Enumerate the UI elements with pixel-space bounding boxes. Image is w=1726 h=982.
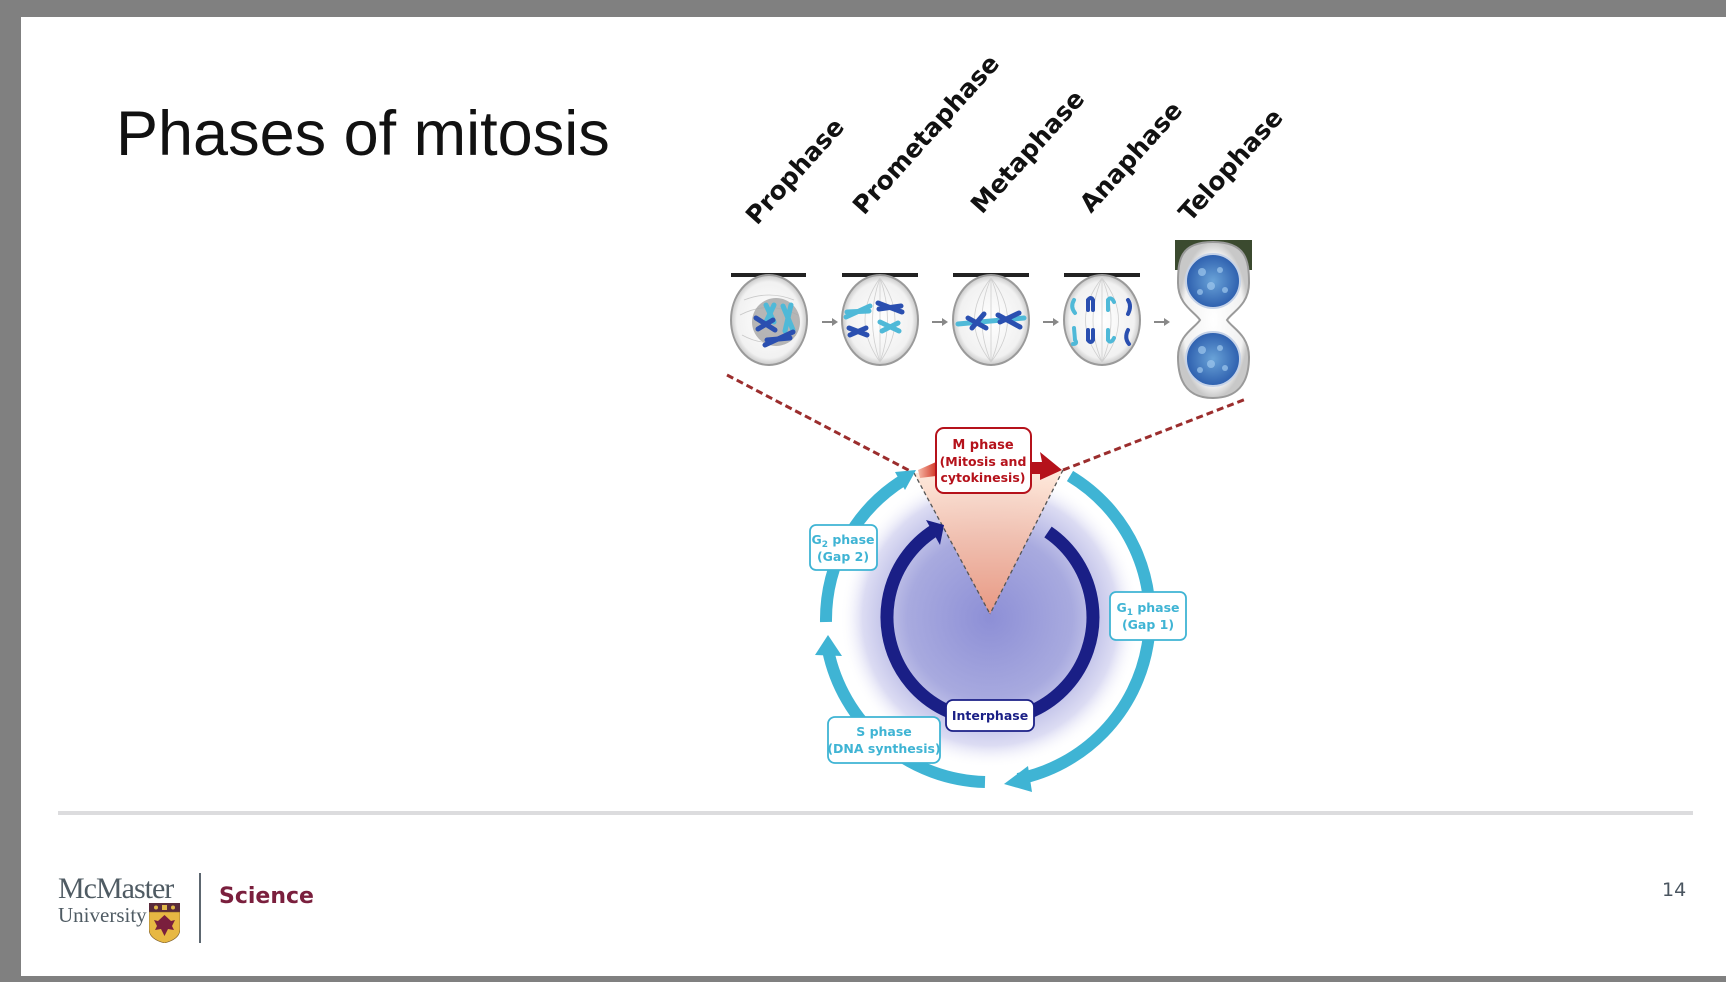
arrow-icon (1043, 318, 1059, 326)
arrow-icon (932, 318, 948, 326)
g1-phase-sub: (Gap 1) (1122, 617, 1174, 632)
cell-telophase (1175, 240, 1252, 400)
g2-phase-sub: (Gap 2) (817, 549, 869, 564)
dashed-line-left (726, 373, 915, 475)
page-number: 14 (1662, 879, 1687, 901)
s-phase-title: S phase (856, 724, 912, 739)
arrow-head-g1 (1004, 766, 1032, 792)
g1-arc (1016, 470, 1156, 785)
arrow-head-g2 (895, 470, 916, 490)
phase-label-prophase: Prophase (740, 112, 850, 230)
dashed-line-right (1062, 397, 1247, 472)
cell-prophase (730, 273, 808, 366)
footer-separator (199, 873, 201, 943)
phase-label-anaphase: Anaphase (1074, 96, 1188, 218)
arrow-icon (822, 318, 838, 326)
m-phase-box: M phase (Mitosis and cytokinesis) (935, 427, 1032, 494)
faculty-label: Science (219, 884, 314, 909)
slide-title: Phases of mitosis (116, 99, 610, 169)
g1-phase-box: G1 phase (Gap 1) (1109, 591, 1187, 641)
m-phase-arrow-right (1031, 452, 1062, 480)
phase-label-metaphase: Metaphase (965, 84, 1090, 219)
nucleus (1185, 253, 1241, 309)
g1-phase-title: G1 phase (1116, 600, 1179, 618)
arrow-head-s (815, 635, 842, 656)
mcmaster-logo: McMaster University (58, 874, 188, 944)
arrow-head-inner (926, 520, 944, 545)
phase-labels: Prophase Prometaphase Metaphase Anaphase… (740, 49, 1289, 230)
arrow-icon (1154, 318, 1170, 326)
m-phase-sub1: (Mitosis and (940, 454, 1027, 469)
g2-phase-title: G2 phase (811, 532, 874, 550)
logo-name-line1: McMaster (58, 872, 174, 905)
logo-name-line2: University (58, 903, 147, 927)
s-phase-sub: (DNA synthesis) (827, 741, 940, 756)
cell-prometaphase (841, 273, 919, 366)
university-crest-icon (149, 903, 180, 943)
g2-phase-box: G2 phase (Gap 2) (809, 524, 878, 571)
footer-divider (58, 811, 1693, 815)
interphase-box: Interphase (945, 699, 1035, 732)
m-phase-cone (914, 470, 1063, 614)
interphase-label: Interphase (952, 708, 1028, 723)
nucleus (1185, 331, 1241, 387)
m-phase-arrow-left (918, 462, 936, 478)
phase-label-telophase: Telophase (1173, 103, 1289, 227)
m-phase-title: M phase (952, 438, 1014, 453)
m-phase-sub2: cytokinesis) (941, 470, 1026, 485)
cell-metaphase (952, 273, 1030, 366)
s-phase-box: S phase (DNA synthesis) (827, 716, 941, 764)
cell-anaphase (1063, 273, 1141, 366)
